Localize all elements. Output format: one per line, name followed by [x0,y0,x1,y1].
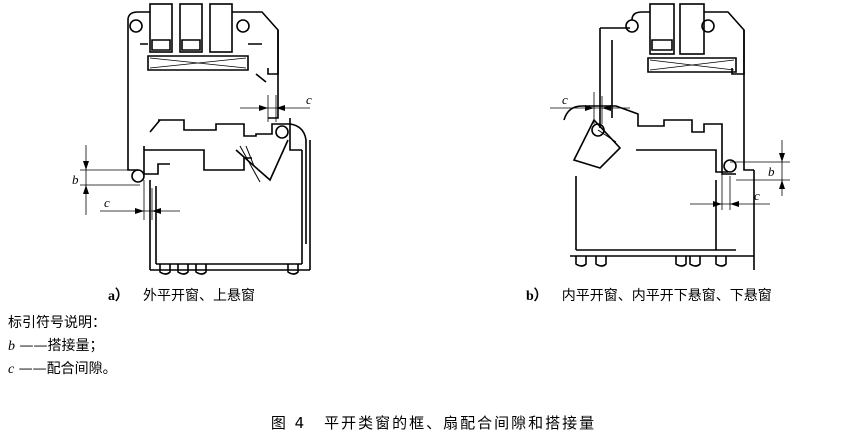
key-symbol: c [8,362,15,377]
key-text: ——配合间隙。 [18,361,117,377]
dim-b-label: b [768,164,775,179]
figure-title: 平开类窗的框、扇配合间隙和搭接量 [324,414,597,432]
subcaption-a: a） 外平开窗、上悬窗 [108,285,255,305]
subcaption-b-text: 内平开窗、内平开下悬窗、下悬窗 [561,288,772,304]
subcaption-b: b） 内平开窗、内平开下悬窗、下悬窗 [526,285,772,305]
dim-b-label: b [72,172,79,187]
dim-c-label-upper: c [562,92,568,107]
dim-c-label-lower: c [754,188,760,203]
key-symbol: b [8,338,15,354]
diagram-a-outward-casement: b c c [72,3,312,275]
key-item-c: c ——配合间隙。 [8,358,117,382]
key-text: ——搭接量； [19,337,104,354]
figure-caption: 图 4 平开类窗的框、扇配合间隙和搭接量 [0,412,867,433]
subcaption-a-text: 外平开窗、上悬窗 [143,288,255,304]
subcaption-a-label: a） [108,289,129,304]
key-heading: 标引符号说明： [8,315,106,331]
subcaption-b-label: b） [526,289,548,304]
dim-c-label-lower: c [104,195,110,210]
dim-c-label-upper: c [306,92,312,107]
diagram-b-inward-casement: c c b [550,3,790,270]
figure-number: 图 4 [270,414,307,432]
key-notes: 标引符号说明： b ——搭接量； c ——配合间隙。 [8,312,117,382]
key-item-b: b ——搭接量； [8,335,117,359]
